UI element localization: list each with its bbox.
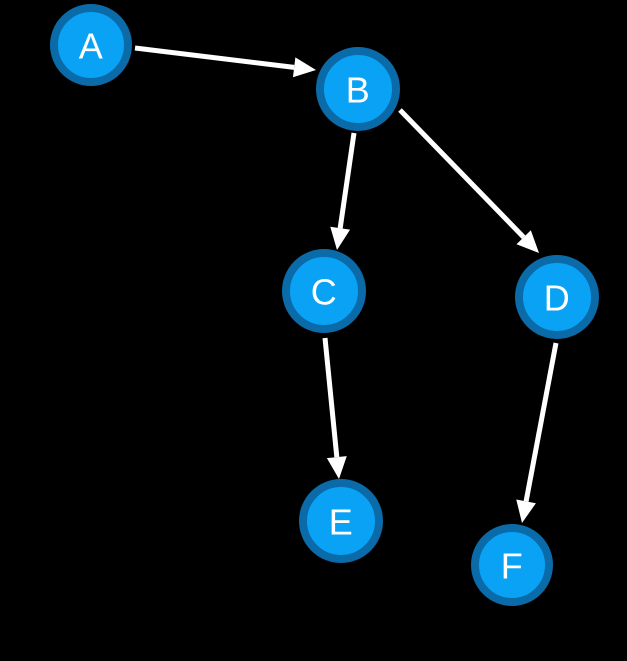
- graph-node-c[interactable]: C: [282, 249, 366, 333]
- graph-edge[interactable]: [134, 45, 316, 78]
- graph-edge[interactable]: [516, 342, 559, 523]
- edge-arrowhead-icon: [516, 499, 536, 523]
- edges-layer: [134, 45, 559, 523]
- graph-node-e[interactable]: E: [299, 479, 383, 563]
- edge-arrowhead-icon: [330, 226, 351, 250]
- edge-line: [322, 337, 340, 458]
- edge-line: [337, 132, 357, 229]
- graph-node-d[interactable]: D: [515, 255, 599, 339]
- graph-edge[interactable]: [398, 108, 539, 253]
- edge-arrowhead-icon: [292, 57, 316, 78]
- node-circle: [282, 249, 366, 333]
- node-circle: [299, 479, 383, 563]
- graph-node-a[interactable]: A: [50, 4, 132, 86]
- node-circle: [515, 255, 599, 339]
- edge-arrowhead-icon: [326, 456, 347, 479]
- graph-node-b[interactable]: B: [316, 47, 400, 131]
- node-circle: [50, 4, 132, 86]
- graph-node-f[interactable]: F: [471, 524, 553, 606]
- node-circle: [316, 47, 400, 131]
- edge-line: [134, 45, 295, 70]
- node-circle: [471, 524, 553, 606]
- nodes-layer: A B C D E F: [50, 4, 599, 606]
- graph-edge[interactable]: [330, 132, 357, 250]
- edge-line: [523, 342, 559, 502]
- edge-arrowhead-icon: [516, 230, 539, 253]
- graph-edge[interactable]: [322, 337, 347, 479]
- edge-line: [398, 108, 526, 239]
